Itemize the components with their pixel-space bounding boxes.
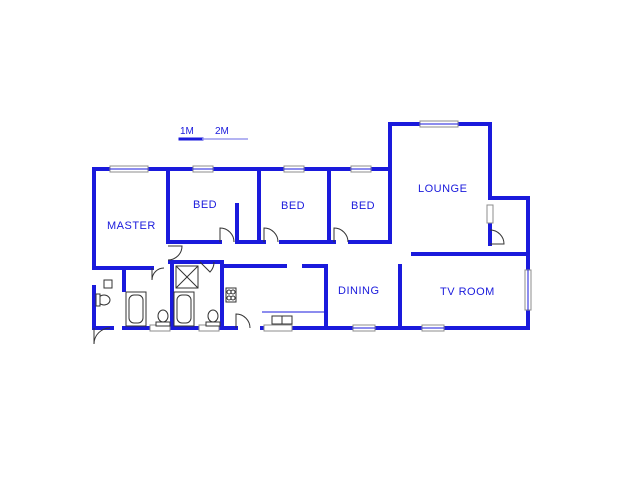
door-bed3 xyxy=(333,227,349,243)
window-lounge-side xyxy=(486,204,494,224)
room-label-bed-2: BED xyxy=(281,200,305,212)
door-bed2 xyxy=(263,227,279,243)
interior-walls xyxy=(92,167,530,330)
scale-label-1m: 1M xyxy=(180,126,194,137)
scale-label-2m: 2M xyxy=(215,126,229,137)
room-labels: MASTER BED BED BED LOUNGE DINING TV ROOM xyxy=(107,183,495,298)
door-entrance xyxy=(93,327,111,345)
door-master xyxy=(167,245,183,261)
wall-left-lower xyxy=(92,285,114,330)
stove xyxy=(225,287,237,303)
room-label-master: MASTER xyxy=(107,220,156,232)
room-label-bed-1: BED xyxy=(193,199,217,211)
door-bathroom xyxy=(199,261,215,273)
room-label-tv-room: TV ROOM xyxy=(440,286,495,298)
door-master-bath xyxy=(151,267,165,281)
toilet-master xyxy=(157,309,169,323)
toilet-main xyxy=(207,309,219,323)
wall-kitchen-dining xyxy=(302,264,328,330)
door-bed1 xyxy=(219,227,235,243)
room-label-bed-3: BED xyxy=(351,200,375,212)
windows xyxy=(109,120,532,332)
fixtures xyxy=(95,265,324,327)
room-label-lounge: LOUNGE xyxy=(418,183,467,195)
room-label-dining: DINING xyxy=(338,285,380,297)
door-lounge-side xyxy=(489,229,505,245)
window-kitchen xyxy=(263,324,293,332)
scale-bar: 1M 2M xyxy=(178,126,248,141)
door-kitchen xyxy=(235,313,251,329)
basin-wc xyxy=(103,279,113,289)
doors xyxy=(93,227,505,345)
